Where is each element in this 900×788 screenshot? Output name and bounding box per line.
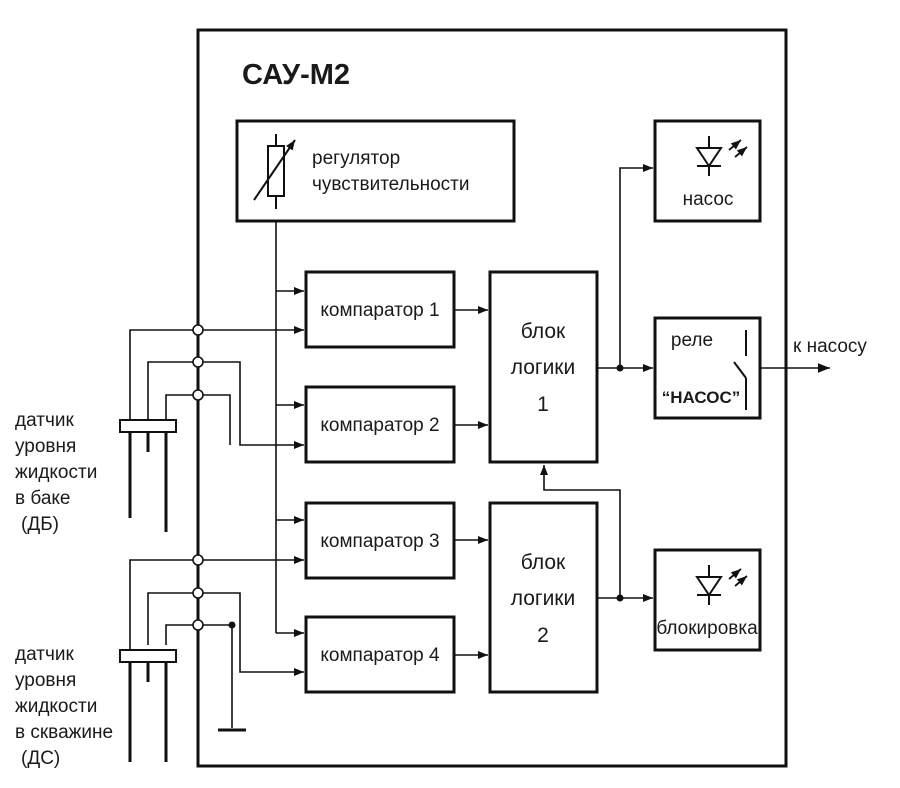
relay-label-1: реле [671, 330, 713, 351]
well-sensor-line-1: датчик [15, 644, 74, 665]
tank-sensor-wiring [129, 324, 304, 449]
well-sensor-line-3: жидкости [15, 696, 97, 717]
comparator-1-box [304, 270, 456, 349]
pump-led-box [653, 119, 762, 223]
comparator-1-label: компаратор 1 [320, 300, 439, 321]
comparator-3-box [304, 501, 456, 580]
relay-label-2: “НАСОС” [662, 388, 740, 407]
block-led-label: блокировка [656, 618, 758, 639]
well-sensor-line-4: в скважине [15, 722, 113, 743]
well-sensor-label: датчик уровня жидкости в скважине (ДС) [15, 644, 113, 769]
regulator-bus [275, 221, 304, 637]
comparator-3-label: компаратор 3 [320, 531, 439, 552]
regulator-label-1: регулятор [312, 148, 400, 169]
comparator-2-label: компаратор 2 [320, 415, 439, 436]
logic-2-output-wires [540, 465, 653, 602]
regulator-label-2: чувствительности [312, 174, 469, 195]
tank-sensor-line-2: уровня [15, 436, 76, 457]
logic-block-2-box [488, 501, 599, 694]
logic-block-1-box [488, 270, 599, 464]
tank-sensor-abbr: (ДБ) [21, 514, 59, 535]
well-sensor-wiring [129, 554, 304, 728]
well-sensor-line-2: уровня [15, 670, 76, 691]
tank-sensor-line-1: датчик [15, 410, 74, 431]
logic-block-1-number: 1 [537, 393, 549, 416]
pump-led-label: насос [683, 189, 734, 210]
comparator-4-label: компаратор 4 [320, 645, 440, 666]
well-sensor-abbr: (ДС) [21, 748, 60, 769]
tank-sensor-label: датчик уровня жидкости в баке (ДБ) [15, 410, 97, 535]
logic-1-output-wires [597, 164, 653, 372]
relay-switch-icon [733, 330, 747, 410]
well-sensor-probe [119, 649, 177, 762]
comparator-to-logic-wires [454, 306, 488, 659]
led-icon [695, 136, 748, 176]
led-icon [695, 565, 748, 605]
logic-block-1-line1: блок [521, 320, 566, 343]
comparator-2-box [304, 385, 456, 464]
device-title: САУ-М2 [242, 59, 350, 91]
block-led-box [653, 548, 762, 652]
logic-block-2-line1: блок [521, 551, 566, 574]
comparator-4-box [304, 615, 456, 694]
logic-block-2-line2: логики [511, 587, 575, 610]
tank-sensor-line-4: в баке [15, 488, 70, 509]
relay-box [653, 316, 762, 420]
potentiometer-icon [253, 134, 296, 209]
tank-sensor-line-3: жидкости [15, 462, 97, 483]
output-label: к насосу [793, 336, 867, 357]
logic-block-2-number: 2 [537, 624, 549, 647]
tank-sensor-probe [119, 419, 177, 532]
logic-block-1-line2: логики [511, 356, 575, 379]
